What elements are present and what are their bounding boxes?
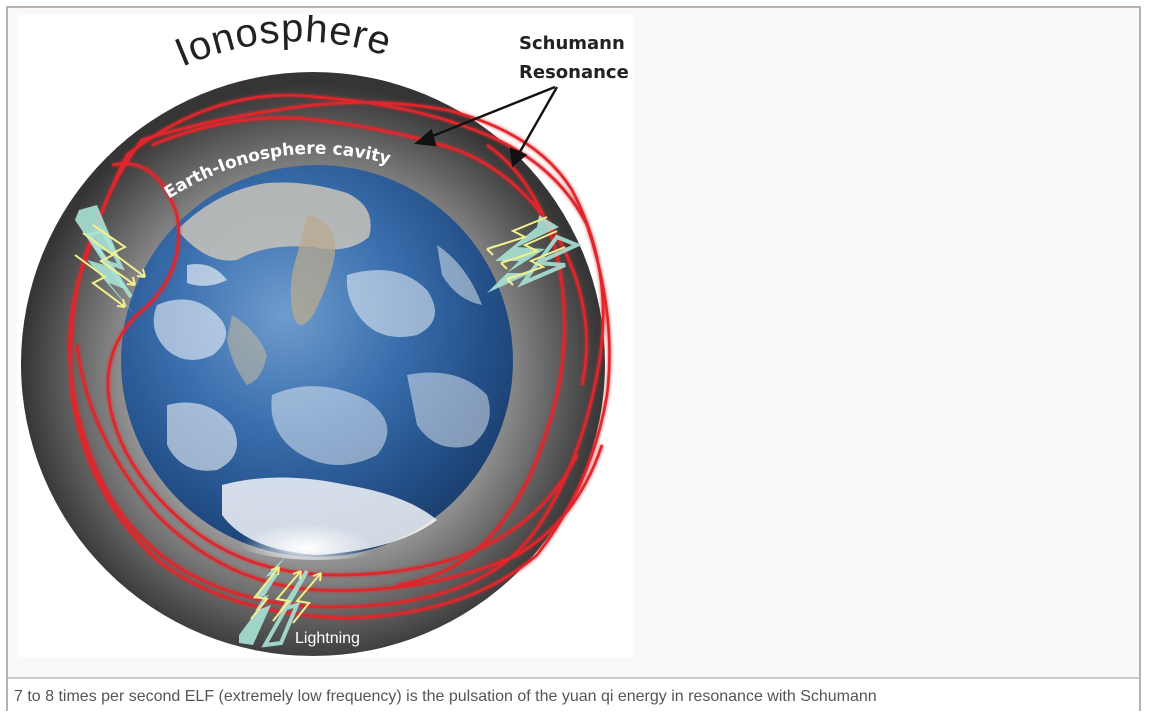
lightning-bolts (75, 205, 583, 648)
schumann-label: Schumann (519, 33, 625, 54)
caption-divider (8, 677, 1139, 679)
ionosphere-title: Ionosphere (169, 15, 397, 75)
caption-text: 7 to 8 times per second ELF (extremely l… (14, 688, 877, 705)
lightning-arrows (74, 216, 566, 624)
schumann-resonance-diagram: Ionosphere Earth-Ionosphere cavity Schum… (17, 15, 633, 657)
earth-globe (121, 165, 513, 560)
image-frame: Ionosphere Earth-Ionosphere cavity Schum… (6, 6, 1141, 713)
schumann-waves (68, 93, 611, 620)
caption-bar: 7 to 8 times per second ELF (extremely l… (8, 679, 1139, 713)
resonance-label: Resonance (519, 62, 629, 83)
resonance-pointer-arrows (414, 85, 559, 168)
figure-area: Ionosphere Earth-Ionosphere cavity Schum… (8, 8, 1139, 677)
lightning-label: Lightning (295, 630, 360, 647)
